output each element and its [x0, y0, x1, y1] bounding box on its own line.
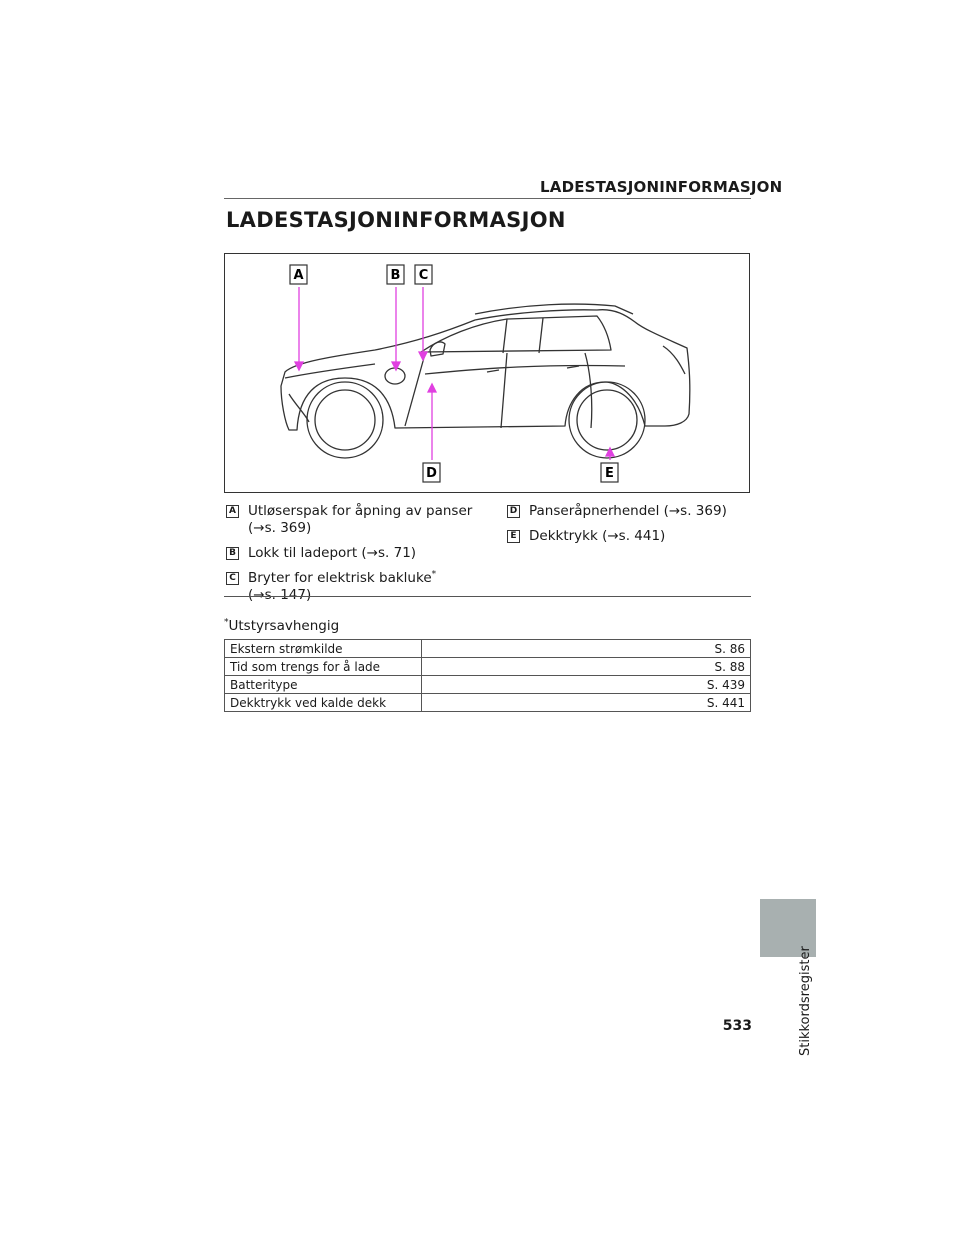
table-cell-label: Dekktrykk ved kalde dekk [224, 693, 422, 712]
header-rule [224, 198, 751, 199]
legend-text: Panseråpnerhendel (→s. 369) [529, 503, 727, 519]
table-row: Batteritype S. 439 [224, 675, 751, 694]
page-number: 533 [722, 1018, 752, 1034]
legend-item-c: C Bryter for elektrisk bakluke* (→s. 147… [226, 570, 476, 604]
table-cell-label: Batteritype [224, 675, 422, 694]
side-mirror [429, 341, 446, 357]
section-tab[interactable] [760, 899, 816, 957]
table-cell-page: S. 86 [421, 639, 751, 658]
car-body-outline [280, 309, 691, 431]
legend-page-ref: (→s. 369) [248, 520, 312, 536]
callout-b: B [391, 268, 401, 283]
table-cell-page: S. 441 [421, 693, 751, 712]
table-cell-page: S. 439 [421, 675, 751, 694]
legend-text: Dekktrykk (→s. 441) [529, 528, 666, 544]
window-outline [420, 315, 612, 353]
table-row: Dekktrykk ved kalde dekk S. 441 [224, 693, 751, 712]
callout-a: A [293, 268, 303, 283]
rear-wheel-tire [568, 381, 646, 459]
table-cell-page: S. 88 [421, 657, 751, 676]
footnote: *Utstyrsavhengig [224, 617, 340, 634]
legend-letter: D [507, 505, 520, 518]
legend-text: Utløserspak for åpning av panser [248, 503, 473, 519]
page-title: LADESTASJONINFORMASJON [226, 208, 566, 232]
legend-text: Lokk til ladeport (→s. 71) [248, 545, 417, 561]
charge-port-lid [384, 367, 406, 385]
legend-letter: B [226, 547, 239, 560]
table-cell-label: Tid som trengs for å lade [224, 657, 422, 676]
legend-right: D Panseråpnerhendel (→s. 369) E Dekktryk… [507, 503, 747, 553]
car-side-view-drawing: A B C D E [280, 264, 691, 483]
table-row: Ekstern strømkilde S. 86 [224, 639, 751, 658]
callout-c: C [419, 268, 429, 283]
front-wheel-rim [314, 389, 376, 451]
rear-wheel-rim [576, 389, 638, 451]
legend-item-e: E Dekktrykk (→s. 441) [507, 528, 747, 545]
legend-item-b: B Lokk til ladeport (→s. 71) [226, 545, 476, 562]
front-wheel-tire [306, 381, 384, 459]
legend-rule [224, 596, 751, 597]
running-header: LADESTASJONINFORMASJON [540, 178, 783, 196]
callout-d: D [426, 466, 437, 481]
car-illustration: A B C D E [224, 253, 750, 493]
legend-left: A Utløserspak for åpning av panser (→s. … [226, 503, 476, 612]
reference-table: Ekstern strømkilde S. 86 Tid som trengs … [224, 639, 751, 712]
table-cell-label: Ekstern strømkilde [224, 639, 422, 658]
legend-letter: A [226, 505, 239, 518]
equipment-asterisk: * [431, 569, 437, 580]
callout-e: E [605, 466, 614, 481]
legend-letter: E [507, 530, 520, 543]
section-tab-label: Stikkordsregister [798, 946, 813, 1056]
legend-letter: C [226, 572, 239, 585]
legend-item-a: A Utløserspak for åpning av panser (→s. … [226, 503, 476, 537]
legend-item-d: D Panseråpnerhendel (→s. 369) [507, 503, 747, 520]
legend-page-ref: (→s. 147) [248, 587, 312, 603]
table-row: Tid som trengs for å lade S. 88 [224, 657, 751, 676]
legend-text: Bryter for elektrisk bakluke* [248, 569, 437, 586]
